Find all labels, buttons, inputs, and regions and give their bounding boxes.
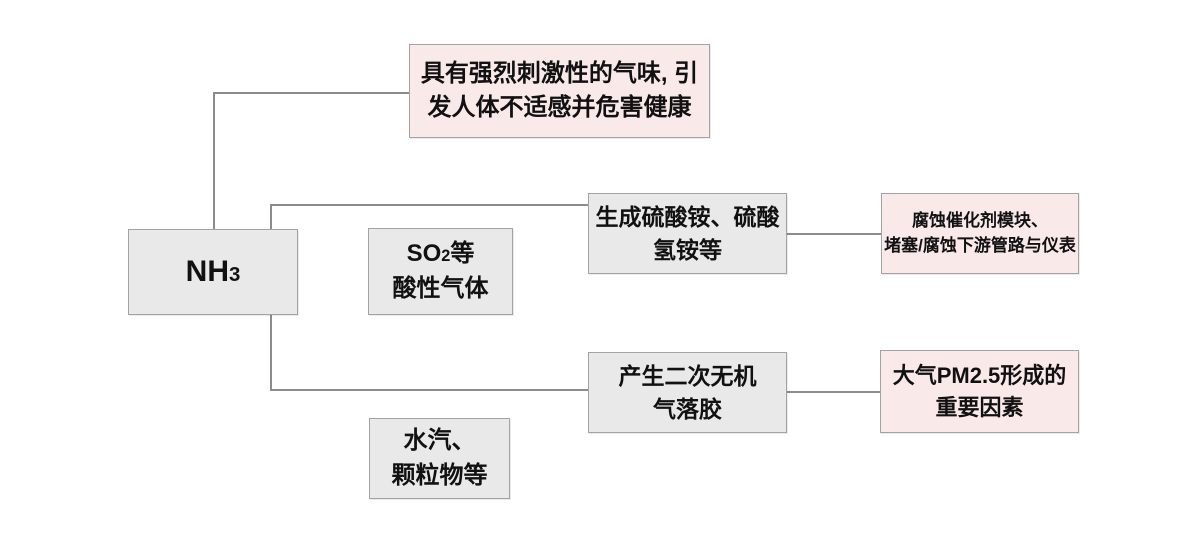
node-aerosol-line2: 气落胶 [653, 395, 722, 422]
node-nh3: NH3 [128, 229, 298, 315]
node-aerosol-line1: 产生二次无机 [618, 362, 757, 389]
connector-nh3-to-aerosol-vertical [270, 314, 272, 390]
node-moisture-line1: 水汽、 [403, 427, 476, 455]
node-sulfate-line2: 氢铵等 [653, 236, 722, 263]
node-moisture-line2: 颗粒物等 [391, 461, 488, 489]
connector-nh3-to-sulfate-vertical [270, 204, 272, 229]
node-corrosion-line2: 堵塞/腐蚀下游管路与仪表 [884, 235, 1076, 255]
node-odor-line2: 发人体不适感并危害健康 [427, 94, 692, 121]
node-odor-line1: 具有强烈刺激性的气味, 引 [420, 59, 699, 87]
node-pm25-line2: 重要因素 [935, 394, 1024, 420]
node-so2-acid-gases: SO2等 酸性气体 [368, 228, 513, 315]
connector-aerosol-to-pm25 [787, 391, 880, 393]
node-so2-line1: SO2等 [406, 240, 475, 268]
node-corrosion-line1: 腐蚀催化剂模块、 [912, 211, 1048, 231]
node-nh3-label: NH3 [185, 254, 241, 288]
node-sulfate-line1: 生成硫酸铵、硫酸 [595, 203, 780, 230]
node-ammonium-sulfate: 生成硫酸铵、硫酸 氢铵等 [588, 193, 787, 274]
connector-nh3-to-odor-vertical [213, 92, 215, 229]
node-water-vapor-particulates: 水汽、 颗粒物等 [369, 418, 510, 499]
node-pm25-factor: 大气PM2.5形成的 重要因素 [880, 350, 1079, 433]
node-secondary-aerosol: 产生二次无机 气落胶 [588, 352, 787, 433]
node-pm25-line1: 大气PM2.5形成的 [892, 363, 1067, 389]
node-corrosion-consequence: 腐蚀催化剂模块、 堵塞/腐蚀下游管路与仪表 [881, 193, 1079, 274]
node-so2-line2: 酸性气体 [392, 274, 489, 302]
connector-sulfate-to-corrosion [787, 233, 881, 235]
connector-nh3-to-sulfate-horizontal [270, 204, 588, 206]
connector-nh3-to-aerosol-horizontal [270, 389, 588, 391]
node-odor-health-effect: 具有强烈刺激性的气味, 引 发人体不适感并危害健康 [409, 44, 710, 138]
connector-nh3-to-odor-horizontal [213, 92, 409, 94]
